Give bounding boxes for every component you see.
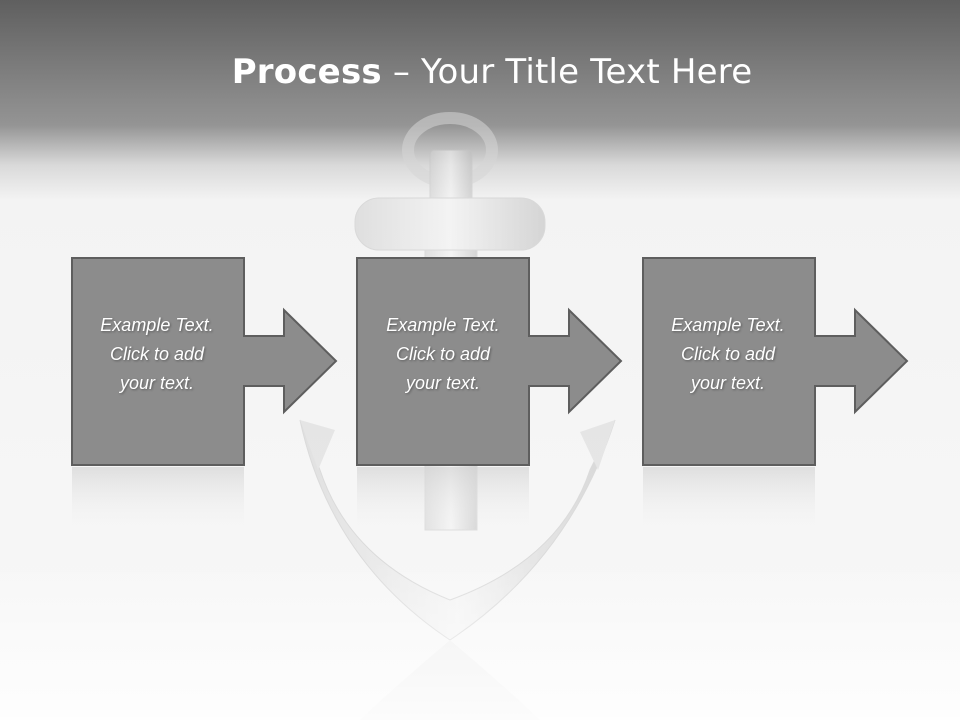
step-2-line-1: Example Text. [386, 315, 500, 335]
step-2-line-3: your text. [405, 373, 481, 393]
step-1-line-3: your text. [119, 373, 195, 393]
step-1-line-1: Example Text. [100, 315, 214, 335]
step-1-reflection [72, 467, 244, 537]
step-1-arrow-box[interactable] [71, 257, 338, 466]
slide-title[interactable]: Process – Your Title Text Here [0, 52, 960, 92]
step-3-line-1: Example Text. [671, 315, 785, 335]
step-3-reflection [643, 467, 815, 537]
step-1-line-2: Click to add [109, 344, 205, 364]
step-2-text[interactable]: Example Text. Click to add your text. [358, 311, 528, 398]
step-3-text[interactable]: Example Text. Click to add your text. [643, 311, 813, 398]
step-3-line-3: your text. [690, 373, 766, 393]
step-1-text[interactable]: Example Text. Click to add your text. [72, 311, 242, 398]
step-2-line-2: Click to add [395, 344, 491, 364]
title-bold-text: Process [231, 52, 382, 92]
step-2-arrow-box[interactable] [356, 257, 623, 466]
step-3-arrow-box[interactable] [642, 257, 909, 466]
step-3-line-2: Click to add [680, 344, 776, 364]
title-rest-text: – Your Title Text Here [381, 52, 753, 92]
step-2-reflection [357, 467, 529, 537]
